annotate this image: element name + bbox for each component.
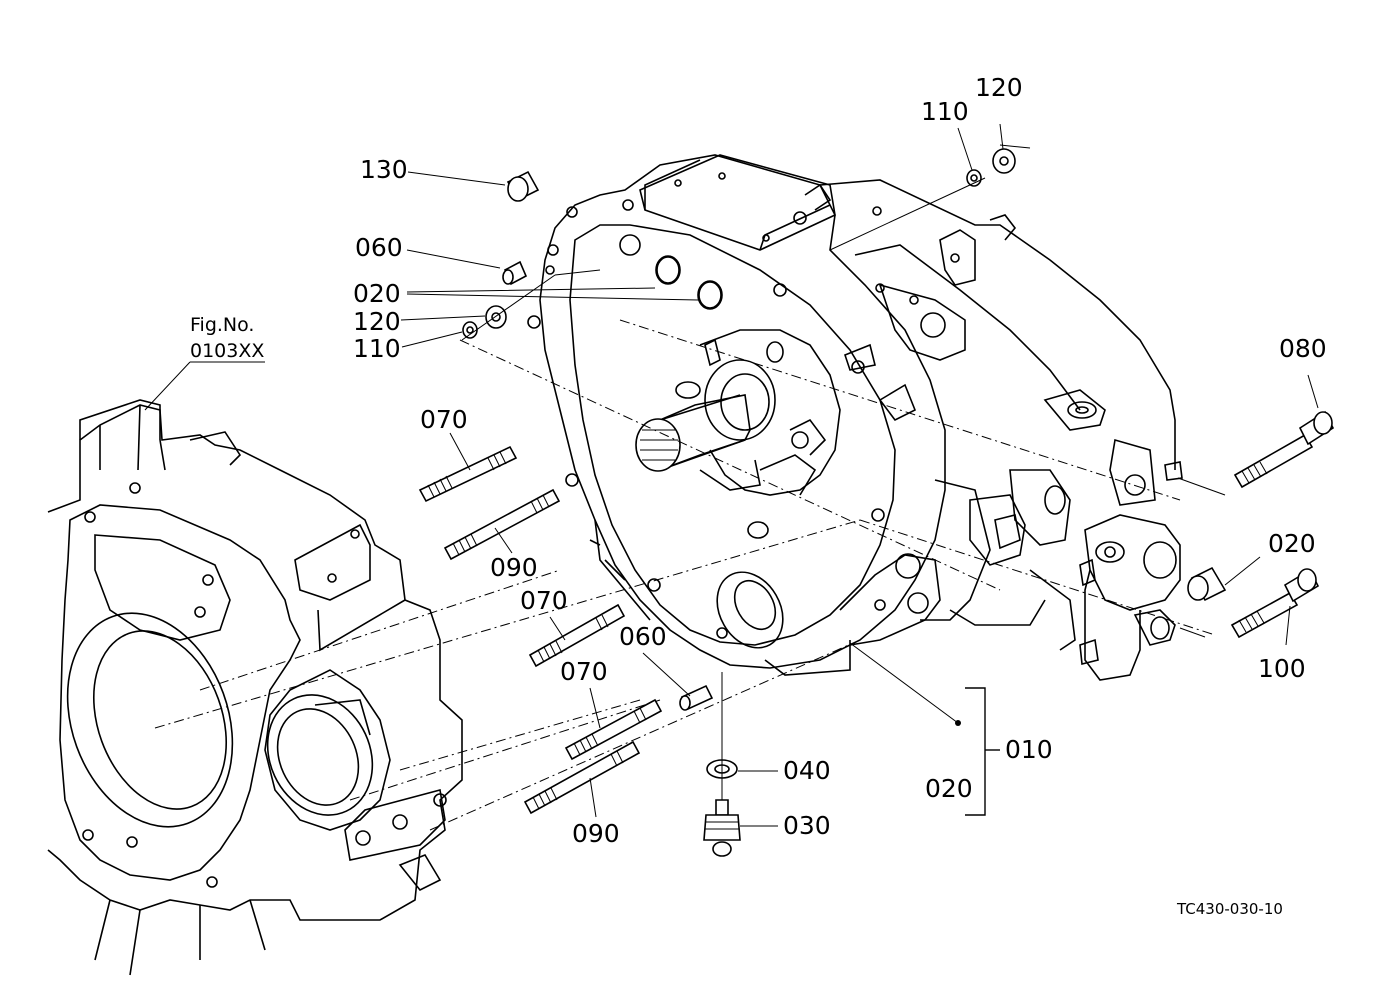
part-090-stud-a	[443, 488, 561, 561]
callout-070-c: 070	[560, 657, 608, 686]
callout-120-top: 120	[975, 73, 1023, 102]
callout-110-left: 110	[353, 334, 401, 363]
callout-120-left: 120	[353, 307, 401, 336]
transmission-case	[527, 154, 1183, 681]
part-080-bolt	[1233, 410, 1335, 489]
leader-lines	[144, 123, 1319, 827]
callout-020-bracket: 020	[925, 774, 973, 803]
part-070-stud-b	[528, 603, 626, 668]
assembly-dot	[955, 720, 961, 726]
part-120-nut-top	[992, 148, 1016, 174]
figure-code: TC430-030-10	[1176, 900, 1283, 918]
assembly-bracket	[965, 687, 1000, 816]
part-130-bushing	[506, 170, 540, 202]
callout-100: 100	[1258, 654, 1306, 683]
callout-060-top: 060	[355, 233, 403, 262]
callout-090-b: 090	[572, 819, 620, 848]
part-120-nut-left	[485, 305, 507, 329]
callout-080: 080	[1279, 334, 1327, 363]
callout-030: 030	[783, 811, 831, 840]
callout-020-right: 020	[1268, 529, 1316, 558]
part-100-bolt	[1230, 568, 1320, 639]
callout-130: 130	[360, 155, 408, 184]
callout-labels: 130 060 020 120 110 110 120 080 020 100 …	[190, 73, 1327, 918]
part-110-washer-left	[462, 321, 478, 339]
callout-020-top: 020	[353, 279, 401, 308]
part-020-bushing-right	[1187, 566, 1227, 602]
callout-040: 040	[783, 756, 831, 785]
callout-060-bottom: 060	[619, 622, 667, 651]
fig-ref-number: 0103XX	[190, 340, 264, 362]
centerlines	[154, 319, 1216, 831]
fig-ref-title: Fig.No.	[190, 314, 254, 336]
part-070-stud-c	[564, 698, 663, 761]
part-090-stud-b	[523, 740, 641, 815]
callout-010: 010	[1005, 735, 1053, 764]
part-060-pin-bottom	[679, 684, 714, 711]
callout-110-top: 110	[921, 97, 969, 126]
callout-070-b: 070	[520, 586, 568, 615]
part-070-stud-a	[418, 445, 518, 503]
adjacent-clutch-housing	[47, 399, 463, 976]
part-030-drain-plug	[703, 672, 741, 857]
callout-070-a: 070	[420, 405, 468, 434]
part-020-bushings-top	[656, 256, 722, 309]
callout-090-a: 090	[490, 553, 538, 582]
part-060-pin-top	[502, 260, 528, 286]
